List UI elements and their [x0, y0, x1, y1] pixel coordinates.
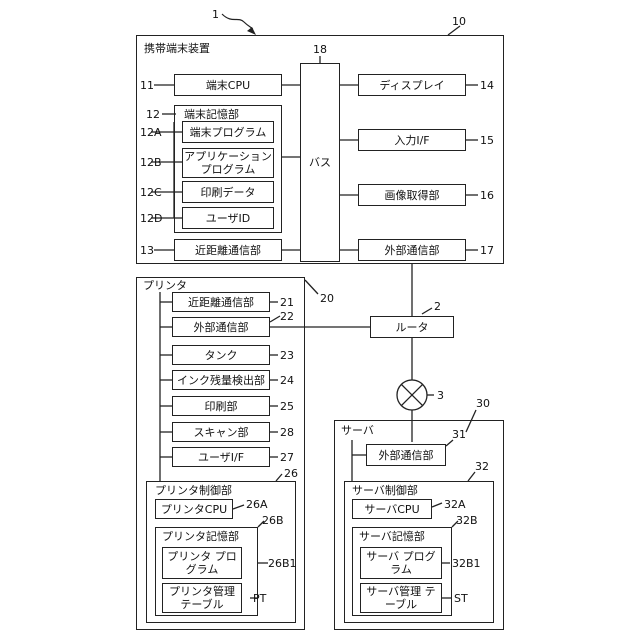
terminal-ext-comm-ref: 17 — [480, 244, 494, 257]
printer-user-if-ref: 27 — [280, 451, 294, 464]
server-program-ref: 32B1 — [452, 557, 481, 570]
print-data-ref: 12C — [140, 186, 162, 199]
system-ref: 1 — [212, 8, 219, 21]
printer-user-if: ユーザI/F — [172, 447, 270, 467]
terminal-program: 端末プログラム — [182, 121, 274, 143]
printer-program: プリンタ プログラム — [162, 547, 242, 579]
terminal-storage-label: 端末記憶部 — [184, 108, 239, 121]
printer-cpu-ref: 26A — [246, 498, 268, 511]
input-if: 入力I/F — [358, 129, 466, 151]
printer-program-ref: 26B1 — [268, 557, 297, 570]
terminal-ref: 10 — [452, 15, 466, 28]
tank-ref: 23 — [280, 349, 294, 362]
printer-ext-comm: 外部通信部 — [172, 317, 270, 337]
server-management-table-ref: ST — [454, 592, 468, 605]
image-acquisition-ref: 16 — [480, 189, 494, 202]
server-cpu: サーバCPU — [352, 499, 432, 519]
terminal-nfc: 近距離通信部 — [174, 239, 282, 261]
server-storage-ref: 32B — [456, 514, 478, 527]
ink-level-detector-ref: 24 — [280, 374, 294, 387]
router-ref: 2 — [434, 300, 441, 313]
terminal-cpu: 端末CPU — [174, 74, 282, 96]
printer-control-ref: 26 — [284, 467, 298, 480]
tank: タンク — [172, 345, 270, 365]
scan-unit: スキャン部 — [172, 422, 270, 442]
printer-control-label: プリンタ制御部 — [155, 484, 232, 497]
server-ref: 30 — [476, 397, 490, 410]
print-unit-ref: 25 — [280, 400, 294, 413]
printer-ext-comm-ref: 22 — [280, 310, 294, 323]
image-acquisition: 画像取得部 — [358, 184, 466, 206]
scan-unit-ref: 28 — [280, 426, 294, 439]
terminal-storage-ref: 12 — [146, 108, 160, 121]
print-data: 印刷データ — [182, 181, 274, 203]
user-id: ユーザID — [182, 207, 274, 229]
server-cpu-ref: 32A — [444, 498, 466, 511]
terminal-bus: バス — [300, 63, 340, 262]
server-control-ref: 32 — [475, 460, 489, 473]
printer-nfc-ref: 21 — [280, 296, 294, 309]
terminal-nfc-ref: 13 — [140, 244, 154, 257]
display: ディスプレイ — [358, 74, 466, 96]
printer-storage-label: プリンタ記憶部 — [162, 530, 239, 543]
server-title: サーバ — [341, 424, 374, 437]
terminal-cpu-ref: 11 — [140, 79, 154, 92]
server-program: サーバ プログラム — [360, 547, 442, 579]
application-program: アプリケーション プログラム — [182, 148, 274, 178]
server-control-label: サーバ制御部 — [352, 484, 418, 497]
application-program-ref: 12B — [140, 156, 162, 169]
terminal-program-ref: 12A — [140, 126, 162, 139]
display-ref: 14 — [480, 79, 494, 92]
printer-nfc: 近距離通信部 — [172, 292, 270, 312]
network-ref: 3 — [437, 389, 444, 402]
print-unit: 印刷部 — [172, 396, 270, 416]
server-storage-label: サーバ記憶部 — [359, 530, 425, 543]
printer-title: プリンタ — [143, 279, 187, 292]
terminal-ext-comm: 外部通信部 — [358, 239, 466, 261]
printer-management-table: プリンタ管理 テーブル — [162, 583, 242, 613]
server-ext-comm: 外部通信部 — [366, 444, 446, 466]
terminal-bus-ref: 18 — [313, 43, 327, 56]
user-id-ref: 12D — [140, 212, 162, 225]
printer-storage-ref: 26B — [262, 514, 284, 527]
server-ext-comm-ref: 31 — [452, 428, 466, 441]
server-management-table: サーバ管理 テーブル — [360, 583, 442, 613]
terminal-title: 携帯端末装置 — [144, 42, 210, 55]
printer-ref: 20 — [320, 292, 334, 305]
printer-management-table-ref: PT — [253, 592, 266, 605]
input-if-ref: 15 — [480, 134, 494, 147]
printer-cpu: プリンタCPU — [155, 499, 233, 519]
router: ルータ — [370, 316, 454, 338]
ink-level-detector: インク残量検出部 — [172, 370, 270, 390]
